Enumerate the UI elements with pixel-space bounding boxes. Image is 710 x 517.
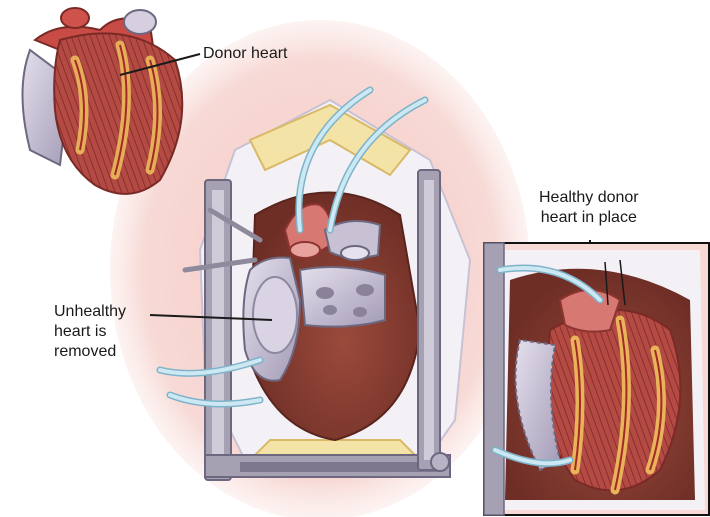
- label-healthy-line1: Healthy donor: [539, 188, 639, 208]
- label-unhealthy-line3: removed: [54, 342, 126, 362]
- label-healthy-donor-heart: Healthy donor heart in place: [539, 188, 639, 228]
- donor-heart: [23, 8, 183, 194]
- label-healthy-line2: heart in place: [539, 208, 639, 228]
- label-unhealthy-heart: Unhealthy heart is removed: [54, 302, 126, 362]
- inset-healthy-heart: [484, 243, 709, 515]
- label-unhealthy-line1: Unhealthy: [54, 302, 126, 322]
- label-unhealthy-line2: heart is: [54, 322, 126, 342]
- label-donor-heart: Donor heart: [203, 44, 288, 64]
